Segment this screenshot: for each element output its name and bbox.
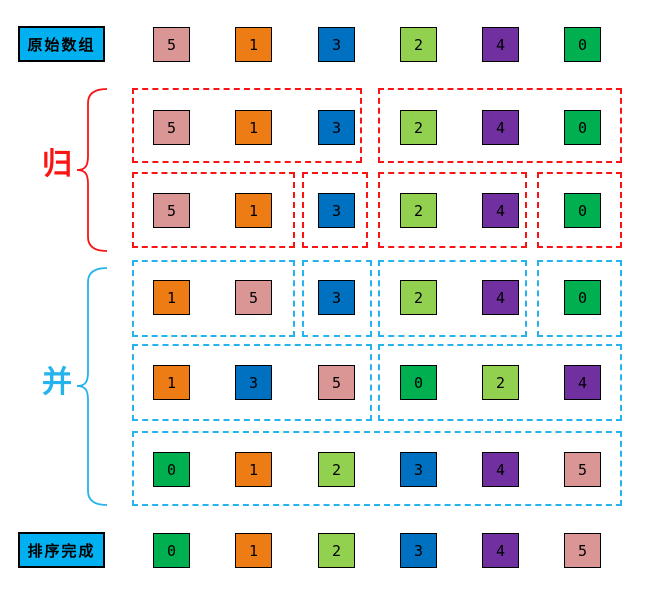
original-array-label: 原始数组 <box>18 26 105 62</box>
array-cell: 5 <box>564 533 601 568</box>
array-cell: 2 <box>400 110 437 145</box>
array-cell: 2 <box>400 280 437 315</box>
sorted-array-label: 排序完成 <box>18 532 105 568</box>
merge-group <box>537 260 622 337</box>
array-cell: 0 <box>564 193 601 228</box>
split-group <box>302 172 368 248</box>
split-brace-icon <box>76 88 108 252</box>
array-cell: 0 <box>153 452 190 487</box>
split-group <box>537 172 622 248</box>
array-cell: 1 <box>153 365 190 400</box>
array-cell: 4 <box>482 533 519 568</box>
merge-group <box>378 260 527 337</box>
split-group <box>378 88 622 163</box>
array-cell: 4 <box>482 27 519 62</box>
array-cell: 3 <box>318 110 355 145</box>
array-cell: 3 <box>318 27 355 62</box>
array-cell: 5 <box>235 280 272 315</box>
array-cell: 1 <box>235 27 272 62</box>
split-group <box>132 172 295 248</box>
array-cell: 0 <box>564 110 601 145</box>
array-cell: 4 <box>482 280 519 315</box>
array-cell: 5 <box>153 193 190 228</box>
merge-group <box>132 431 622 506</box>
array-cell: 2 <box>400 27 437 62</box>
array-cell: 2 <box>318 533 355 568</box>
array-cell: 1 <box>153 280 190 315</box>
array-cell: 5 <box>318 365 355 400</box>
array-cell: 2 <box>482 365 519 400</box>
array-cell: 3 <box>318 280 355 315</box>
array-cell: 3 <box>235 365 272 400</box>
merge-phase-label: 并 <box>42 366 72 399</box>
array-cell: 4 <box>482 110 519 145</box>
merge-group <box>302 260 372 337</box>
array-cell: 2 <box>400 193 437 228</box>
array-cell: 5 <box>564 452 601 487</box>
merge-group <box>132 344 372 421</box>
array-cell: 1 <box>235 533 272 568</box>
array-cell: 3 <box>400 452 437 487</box>
merge-group <box>132 260 295 337</box>
array-cell: 0 <box>564 280 601 315</box>
split-group <box>378 172 527 248</box>
merge-group <box>378 344 622 421</box>
array-cell: 3 <box>400 533 437 568</box>
array-cell: 2 <box>318 452 355 487</box>
array-cell: 1 <box>235 452 272 487</box>
array-cell: 0 <box>400 365 437 400</box>
array-cell: 0 <box>564 27 601 62</box>
array-cell: 0 <box>153 533 190 568</box>
array-cell: 1 <box>235 110 272 145</box>
array-cell: 5 <box>153 110 190 145</box>
array-cell: 5 <box>153 27 190 62</box>
array-cell: 3 <box>318 193 355 228</box>
split-phase-label: 归 <box>42 148 72 181</box>
merge-brace-icon <box>76 267 108 506</box>
split-group <box>132 88 362 163</box>
array-cell: 4 <box>482 193 519 228</box>
array-cell: 4 <box>482 452 519 487</box>
array-cell: 4 <box>564 365 601 400</box>
array-cell: 1 <box>235 193 272 228</box>
